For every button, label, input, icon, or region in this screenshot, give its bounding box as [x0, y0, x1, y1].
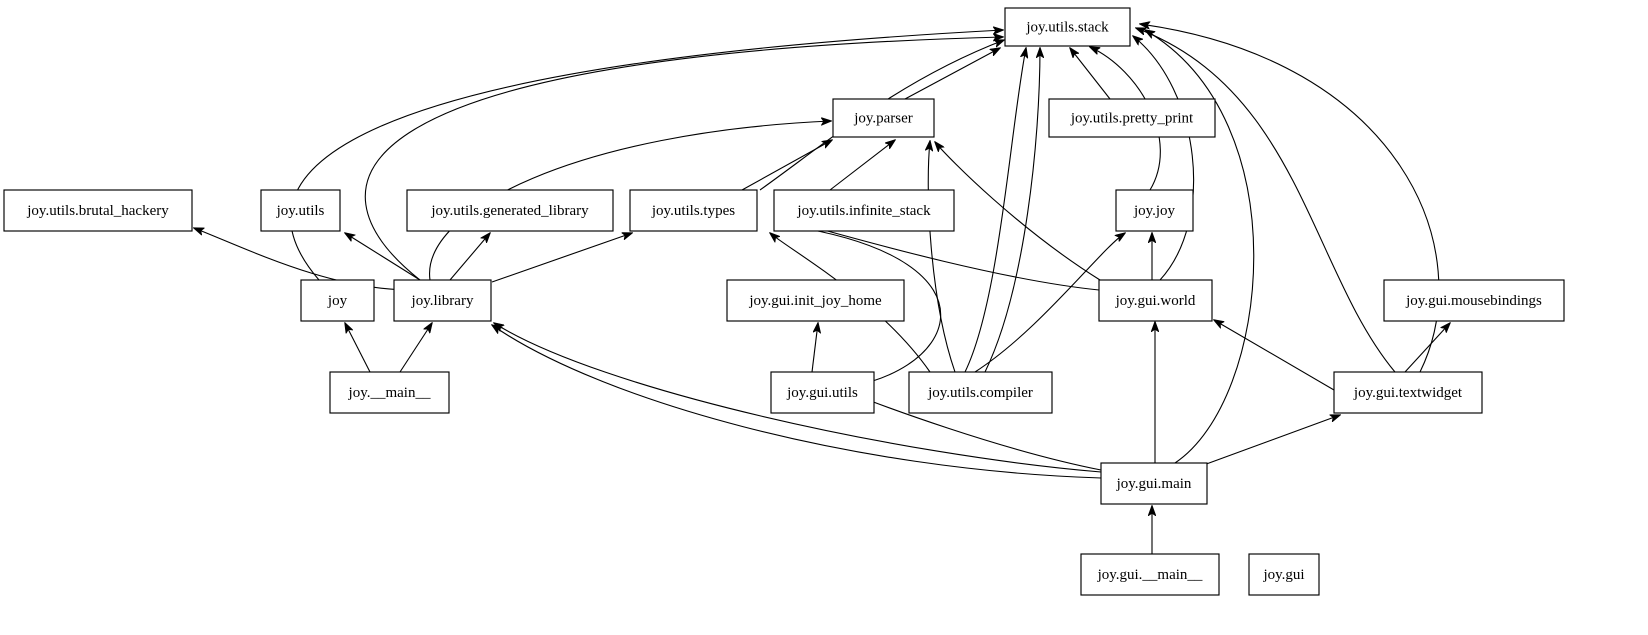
- graph-edge: [1214, 320, 1335, 391]
- graph-node[interactable]: joy.gui.mousebindings: [1383, 279, 1565, 322]
- graph-edge: [1189, 415, 1340, 471]
- graph-edge: [345, 323, 371, 373]
- graph-edge: [790, 226, 942, 391]
- graph-node[interactable]: joy.library: [393, 279, 492, 322]
- graph-node[interactable]: joy.utils.infinite_stack: [773, 189, 955, 232]
- graph-edge: [345, 233, 421, 281]
- graph-edge: [494, 323, 1102, 473]
- graph-edge: [984, 48, 1040, 373]
- node-box[interactable]: [1248, 553, 1320, 596]
- graph-edge: [1070, 48, 1111, 100]
- graph-node[interactable]: joy.gui.init_joy_home: [726, 279, 905, 322]
- node-box[interactable]: [1080, 553, 1220, 596]
- graph-edge: [935, 142, 1101, 281]
- graph-edge: [974, 233, 1125, 373]
- node-label: joy.utils.brutal_hackery: [26, 203, 169, 219]
- graph-edge: [399, 323, 432, 373]
- graph-node[interactable]: joy.utils: [260, 189, 341, 232]
- node-box[interactable]: [1383, 279, 1565, 322]
- node-box[interactable]: [726, 279, 905, 322]
- node-label: joy.gui.world: [1115, 293, 1196, 309]
- graph-edge: [449, 233, 490, 281]
- node-label: joy.library: [411, 293, 474, 309]
- graph-edge: [829, 140, 895, 191]
- node-label: joy.utils.infinite_stack: [796, 203, 931, 219]
- node-box[interactable]: [1048, 98, 1216, 138]
- graph-edge: [904, 48, 1000, 100]
- node-layer: joy.utils.stack joy.parser joy.utils.prett…: [3, 7, 1565, 596]
- node-box[interactable]: [1333, 371, 1483, 414]
- graph-node[interactable]: joy.__main__: [329, 371, 450, 414]
- graph-edge: [928, 141, 956, 373]
- node-label: joy.utils.generated_library: [430, 203, 589, 219]
- node-label: joy.utils.types: [651, 203, 735, 219]
- graph-node[interactable]: joy.gui.main: [1100, 462, 1208, 505]
- node-box[interactable]: [629, 189, 758, 232]
- graph-edge: [964, 48, 1026, 373]
- graph-node[interactable]: joy.utils.generated_library: [406, 189, 614, 232]
- graph-node[interactable]: joy.utils.types: [629, 189, 758, 232]
- graph-edge: [491, 233, 632, 283]
- node-box[interactable]: [832, 98, 935, 138]
- node-label: joy.gui.__main__: [1097, 567, 1203, 583]
- node-box[interactable]: [908, 371, 1053, 414]
- graph-node[interactable]: joy.joy: [1115, 189, 1194, 232]
- graph-edge: [290, 30, 1003, 281]
- graph-node[interactable]: joy.utils.stack: [1004, 7, 1131, 47]
- node-label: joy.gui.mousebindings: [1405, 293, 1542, 309]
- node-label: joy: [327, 293, 348, 309]
- node-box[interactable]: [406, 189, 614, 232]
- node-box[interactable]: [329, 371, 450, 414]
- graph-edge: [1136, 28, 1396, 373]
- node-box[interactable]: [1098, 279, 1213, 322]
- node-box[interactable]: [393, 279, 492, 322]
- graph-edge: [811, 323, 818, 373]
- graph-edge: [1133, 36, 1195, 281]
- node-box[interactable]: [1004, 7, 1131, 47]
- node-box[interactable]: [770, 371, 875, 414]
- graph-edge: [429, 121, 831, 281]
- node-box[interactable]: [260, 189, 341, 232]
- graph-node[interactable]: joy.gui.utils: [770, 371, 875, 414]
- node-label: joy.gui.utils: [786, 385, 858, 401]
- graph-node[interactable]: joy.gui.world: [1098, 279, 1213, 322]
- graph-edge: [364, 37, 1003, 281]
- node-label: joy.__main__: [348, 385, 431, 401]
- graph-edge: [1145, 30, 1255, 464]
- node-box[interactable]: [3, 189, 193, 232]
- graph-node[interactable]: joy.utils.pretty_print: [1048, 98, 1216, 138]
- node-label: joy.gui.textwidget: [1353, 385, 1463, 401]
- node-label: joy.utils.pretty_print: [1070, 110, 1194, 126]
- node-label: joy.utils.compiler: [927, 385, 1033, 401]
- node-box[interactable]: [1115, 189, 1194, 232]
- node-label: joy.utils: [276, 203, 325, 219]
- graph-edge: [492, 325, 1102, 479]
- node-label: joy.utils.stack: [1025, 19, 1109, 35]
- node-label: joy.gui.main: [1116, 476, 1192, 492]
- graph-node[interactable]: joy: [300, 279, 375, 322]
- graph-node[interactable]: joy.gui.textwidget: [1333, 371, 1483, 414]
- node-box[interactable]: [300, 279, 375, 322]
- node-label: joy.joy: [1133, 203, 1176, 219]
- node-label: joy.parser: [853, 110, 913, 126]
- graph-node[interactable]: joy.gui.__main__: [1080, 553, 1220, 596]
- graph-node[interactable]: joy.utils.compiler: [908, 371, 1053, 414]
- graph-node[interactable]: joy.utils.brutal_hackery: [3, 189, 193, 232]
- graph-edge: [194, 228, 413, 291]
- graph-node[interactable]: joy.gui: [1248, 553, 1320, 596]
- node-label: joy.gui.init_joy_home: [748, 293, 882, 309]
- graph-node[interactable]: joy.parser: [832, 98, 935, 138]
- graph-edge: [1404, 323, 1450, 373]
- node-label: joy.gui: [1262, 567, 1304, 583]
- node-box[interactable]: [773, 189, 955, 232]
- node-box[interactable]: [1100, 462, 1208, 505]
